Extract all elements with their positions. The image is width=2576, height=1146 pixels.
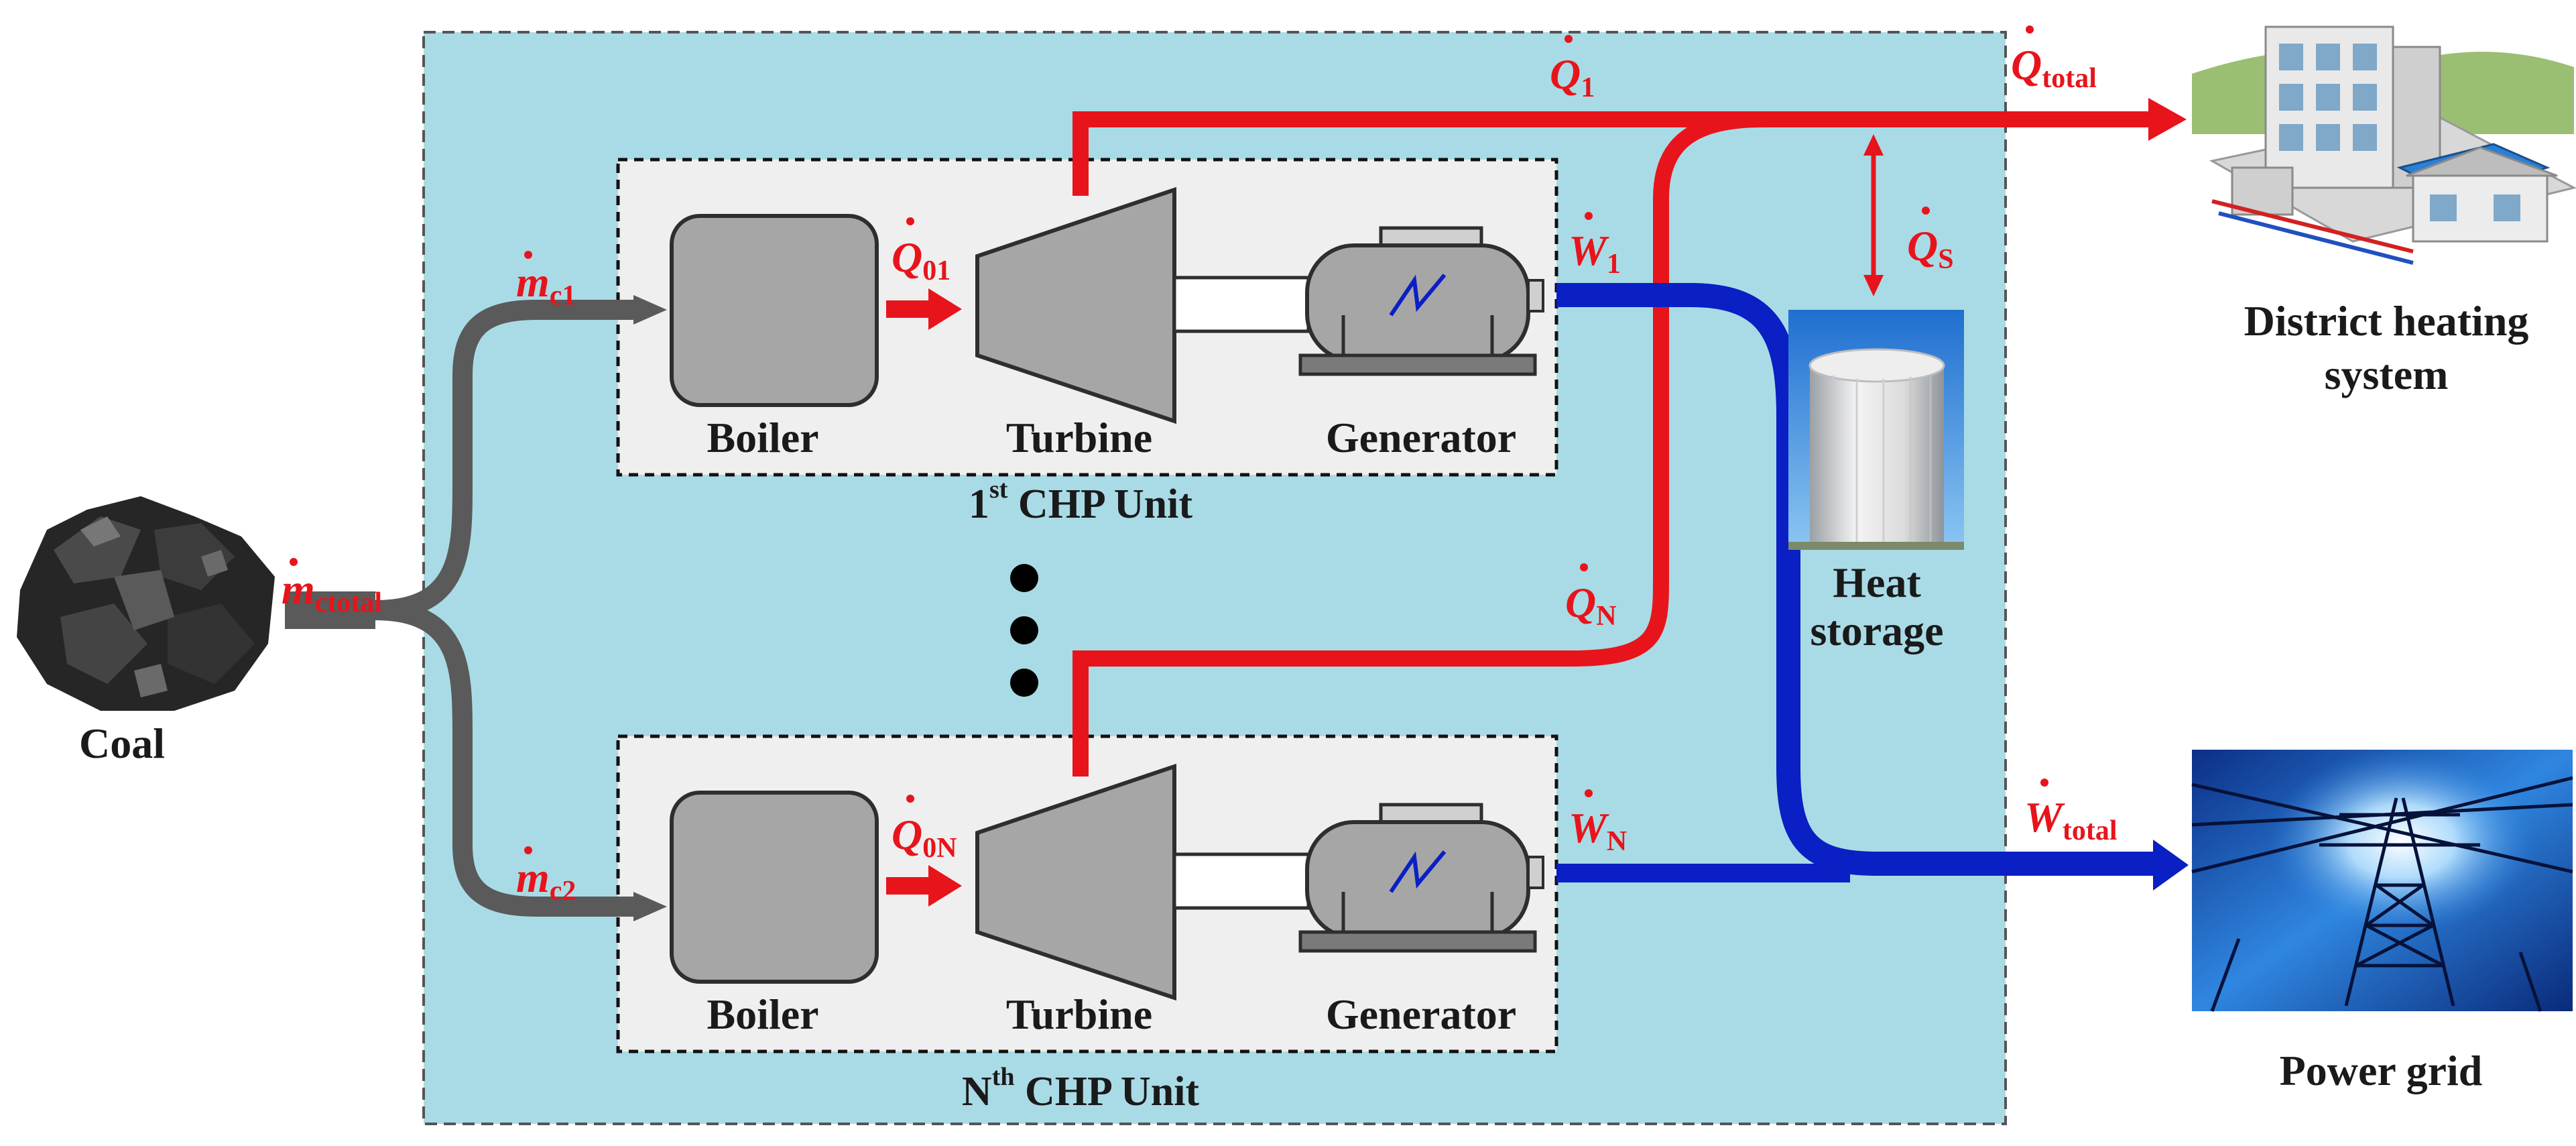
coal-label: Coal — [79, 720, 165, 767]
symbol-w-n: WN — [1569, 804, 1627, 857]
turbine-icon — [975, 763, 1176, 1001]
heat-storage-label-line2: storage — [1810, 607, 1943, 654]
boiler-icon — [670, 214, 879, 407]
symbol-m-ctotal: mctotal — [282, 565, 382, 618]
symbol-w-1: W1 — [1569, 227, 1621, 280]
boiler-icon — [670, 791, 879, 984]
heat-storage-label-line1: Heat — [1833, 559, 1921, 606]
flow-symbols: mctotal mc1 mc2 Q01 Q0N Q1 QN Qtotal QS … — [282, 25, 2118, 907]
turbine-label-1: Turbine — [1006, 414, 1152, 461]
turbine-label-n: Turbine — [1006, 990, 1152, 1038]
symbol-q-s: QS — [1907, 222, 1954, 275]
symbol-q-1: Q1 — [1550, 50, 1595, 103]
shaft — [1172, 852, 1310, 910]
boiler-label-n: Boiler — [707, 990, 818, 1038]
symbol-w-total: Wtotal — [2024, 793, 2118, 846]
unit-n-caption: Nth CHP Unit — [962, 1063, 1200, 1114]
symbol-m-c1: mc1 — [516, 258, 576, 311]
fuel-flow — [285, 295, 667, 921]
generator-icon — [1298, 226, 1544, 376]
district-heating-building-icon — [2192, 0, 2576, 265]
district-heating-label-line1: District heating — [2244, 297, 2529, 345]
power-grid-tower-icon — [2191, 750, 2573, 1012]
symbol-q-total: Qtotal — [2011, 41, 2097, 94]
power-grid-label: Power grid — [2280, 1047, 2483, 1094]
symbol-q-0n: Q0N — [892, 811, 957, 864]
generator-label-1: Generator — [1326, 414, 1516, 461]
generator-label-n: Generator — [1326, 990, 1516, 1038]
generator-icon — [1298, 803, 1544, 953]
heat-storage-tank-icon — [1788, 310, 1964, 550]
unit-1-caption: 1st CHP Unit — [969, 475, 1192, 527]
unit-n-equipment: Boiler Turbine Generator Nth CHP Unit — [670, 763, 1544, 1114]
symbol-q-01: Q01 — [892, 233, 950, 286]
symbol-m-c2: mc2 — [516, 854, 576, 907]
ellipsis-dots — [1010, 564, 1038, 697]
symbol-q-n: QN — [1565, 579, 1617, 632]
heat-flow — [886, 98, 2187, 907]
coal-icon — [17, 496, 275, 711]
turbine-icon — [975, 186, 1176, 424]
boiler-label-1: Boiler — [707, 414, 818, 461]
district-heating-label-line2: system — [2325, 351, 2449, 398]
power-total-arrowhead — [2153, 840, 2189, 891]
heat-total-arrowhead — [2148, 98, 2187, 141]
shaft — [1172, 276, 1310, 333]
unit-1-equipment: Boiler Turbine Generator 1st CHP Unit — [670, 186, 1544, 527]
